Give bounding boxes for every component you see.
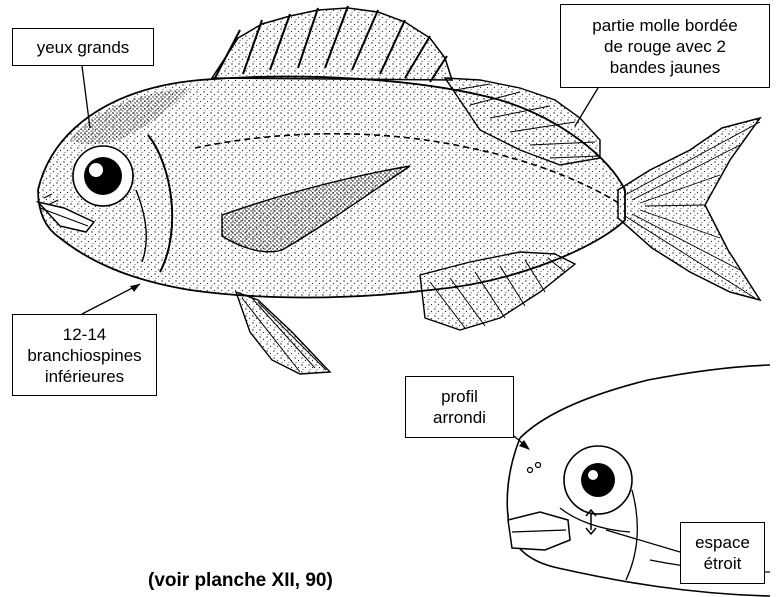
- space-pointer-line: [606, 530, 680, 552]
- label-profile-line-1: profil: [412, 386, 507, 407]
- label-space-line-1: espace: [687, 532, 758, 553]
- label-profile-line-2: arrondi: [412, 407, 507, 428]
- gill-pointer-line: [82, 284, 140, 314]
- label-eyes-text: yeux grands: [19, 37, 147, 58]
- label-soft-fin-line-3: bandes jaunes: [567, 57, 763, 78]
- fin-pointer-line: [575, 88, 598, 126]
- caption-reference: (voir planche XII, 90): [148, 570, 333, 592]
- label-soft-fin-line-1: partie molle bordée: [567, 15, 763, 36]
- label-space-line-2: étroit: [687, 553, 758, 574]
- pelvic-fin: [236, 292, 330, 374]
- caudal-fin: [618, 118, 760, 300]
- label-space: espace étroit: [680, 522, 765, 584]
- label-soft-fin-line-2: de rouge avec 2: [567, 36, 763, 57]
- fish-eye: [73, 146, 133, 206]
- label-soft-fin: partie molle bordée de rouge avec 2 band…: [560, 4, 770, 88]
- label-gill-line-1: 12-14: [19, 324, 150, 345]
- label-gill-line-3: inférieures: [19, 366, 150, 387]
- label-gill-rakers: 12-14 branchiospines inférieures: [12, 314, 157, 396]
- dorsal-fin-spiny: [212, 6, 452, 82]
- label-profile: profil arrondi: [405, 376, 514, 438]
- label-gill-line-2: branchiospines: [19, 345, 150, 366]
- label-eyes: yeux grands: [12, 28, 154, 66]
